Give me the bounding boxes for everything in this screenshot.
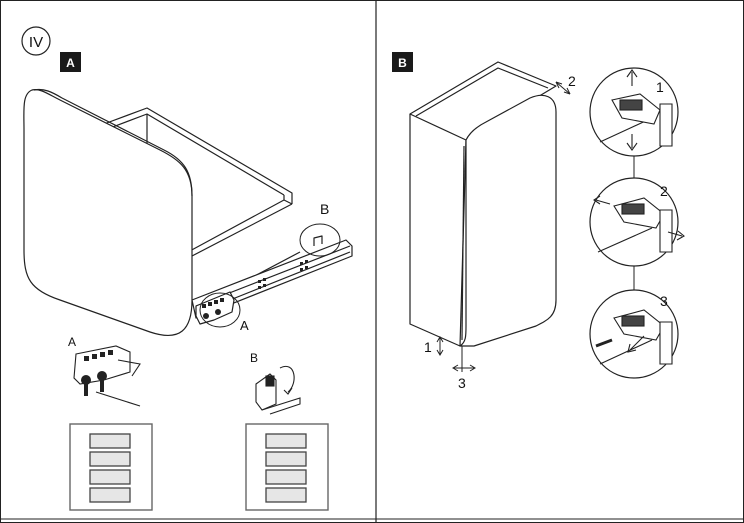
- panel-a: IV A: [21, 26, 353, 511]
- callout-b-label: B: [320, 201, 329, 217]
- panel-b-tag-label: B: [398, 56, 407, 70]
- drawer-illustration: [23, 88, 353, 337]
- adjust-arrow-1: [436, 336, 444, 356]
- hinge-step-label-3: 3: [660, 293, 668, 309]
- hinge-detail-2: 2: [589, 177, 685, 267]
- adjust-arrow-2: [555, 81, 571, 95]
- adjust-label-2: 2: [568, 73, 576, 89]
- detail-b-label: B: [250, 351, 258, 365]
- hinge-step-label-1: 1: [656, 79, 664, 95]
- detail-a-label: A: [68, 335, 76, 349]
- adjust-label-3: 3: [458, 375, 466, 391]
- detail-a-clip-illustration: [73, 345, 141, 407]
- callout-a-label: A: [240, 318, 249, 333]
- panel-b: B 2 1 3: [392, 52, 685, 391]
- panel-a-tag-label: A: [66, 56, 75, 70]
- adjust-label-1: 1: [424, 339, 432, 355]
- panel-b-tag: [392, 52, 413, 72]
- panel-a-tag: [60, 52, 81, 72]
- cabinet-illustration: [409, 61, 557, 347]
- detail-b-clip-illustration: [255, 365, 301, 415]
- adjust-arrow-3: [452, 346, 476, 372]
- step-number-circle: [21, 26, 51, 56]
- drawer-front-view-1: [69, 423, 153, 511]
- hinge-detail-1: 1: [589, 67, 679, 157]
- step-number: IV: [29, 34, 43, 51]
- hinge-step-label-2: 2: [660, 183, 668, 199]
- hinge-detail-3: 3: [589, 289, 679, 379]
- drawer-front-view-2: [245, 423, 329, 511]
